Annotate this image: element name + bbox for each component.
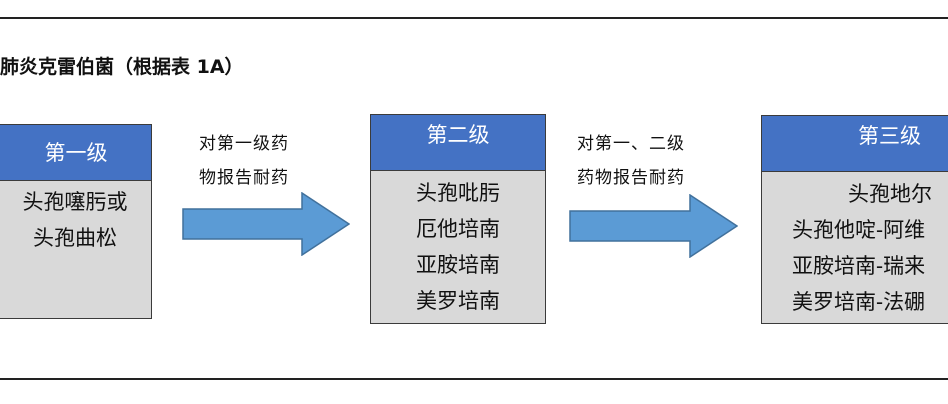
tier-1-box: 第一级 头孢噻肟或 头孢曲松 — [0, 124, 152, 319]
bottom-rule — [0, 378, 948, 380]
drug-item: 亚胺培南-瑞来 — [792, 254, 926, 278]
transition-2-text: 对第一、二级 药物报告耐药 — [577, 127, 685, 195]
drug-item: 头孢他啶-阿维 — [792, 218, 926, 242]
tier-2-box: 第二级 头孢吡肟 厄他培南 亚胺培南 美罗培南 — [370, 114, 546, 324]
drug-item: 厄他培南 — [416, 217, 500, 241]
drug-item: 亚胺培南 — [416, 253, 500, 277]
transition-1-line1: 对第一级药 — [199, 134, 289, 154]
tier-3-header: 第三级 — [762, 116, 948, 172]
tier-2-drug-list: 头孢吡肟 厄他培南 亚胺培南 美罗培南 — [371, 171, 545, 319]
transition-2-line2: 药物报告耐药 — [577, 168, 685, 188]
drug-item: 头孢噻肟或 — [22, 190, 128, 214]
tier-3-drug-list: 头孢地尔 头孢他啶-阿维 亚胺培南-瑞来 美罗培南-法硼 — [762, 172, 948, 320]
tier-1-drug-list: 头孢噻肟或 头孢曲松 — [0, 181, 151, 256]
tier-1-header: 第一级 — [0, 125, 151, 181]
drug-item: 头孢曲松 — [33, 226, 117, 250]
transition-1-line2: 物报告耐药 — [199, 168, 289, 188]
diagram-title: 肺炎克雷伯菌（根据表 1A） — [0, 56, 244, 78]
drug-item: 美罗培南-法硼 — [792, 290, 926, 314]
transition-1-arrow — [182, 192, 350, 256]
transition-1-text: 对第一级药 物报告耐药 — [199, 127, 289, 195]
transition-2-arrow — [569, 194, 738, 258]
drug-item: 美罗培南 — [416, 289, 500, 313]
transition-2-line1: 对第一、二级 — [577, 134, 685, 154]
tier-3-box: 第三级 头孢地尔 头孢他啶-阿维 亚胺培南-瑞来 美罗培南-法硼 — [761, 115, 948, 324]
drug-item: 头孢吡肟 — [416, 181, 500, 205]
tier-2-header: 第二级 — [371, 115, 545, 171]
drug-item: 头孢地尔 — [848, 182, 932, 206]
top-rule — [0, 17, 948, 19]
arrow-shape — [182, 192, 350, 256]
arrow-shape — [569, 194, 738, 258]
